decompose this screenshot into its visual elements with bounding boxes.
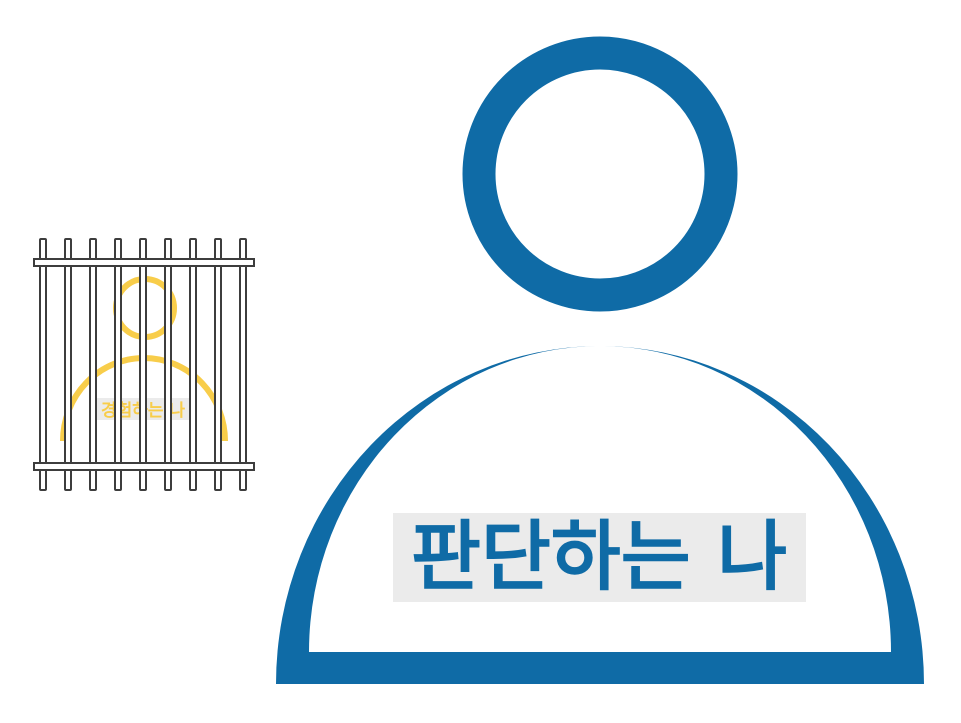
prison-bar (64, 238, 72, 491)
judging-self-label-bg (393, 513, 806, 602)
prison-crossbar (33, 258, 255, 267)
judging-self-figure: 판단하는 나 (276, 36, 924, 684)
prison-bar (189, 238, 197, 491)
prison-crossbar (33, 462, 255, 471)
prison-bar (39, 238, 47, 491)
prison-bar (164, 238, 172, 491)
prison-bar (139, 238, 147, 491)
prison-bar (114, 238, 122, 491)
prison-bar (89, 238, 97, 491)
judging-self-head (462, 36, 738, 312)
prison-bar (214, 238, 222, 491)
prison-bar (239, 238, 247, 491)
judging-self-label: 판단하는 나 (411, 512, 787, 601)
prison-bars-icon (33, 238, 255, 491)
